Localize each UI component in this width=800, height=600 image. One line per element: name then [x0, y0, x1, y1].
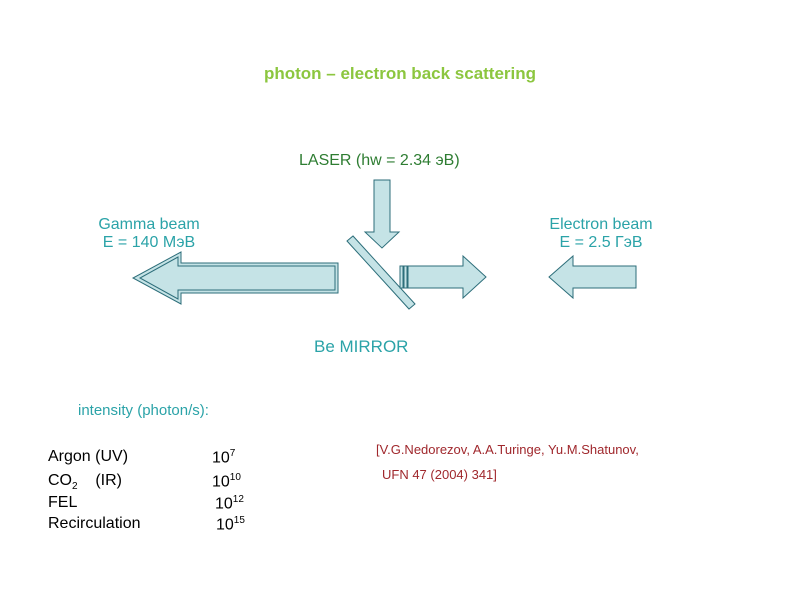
electron-beam-label: Electron beam E = 2.5 ГэВ [535, 216, 667, 252]
source-name-fel: FEL [48, 494, 78, 511]
reference-journal: UFN 47 (2004) 341] [382, 467, 497, 482]
electron-beam-name: Electron beam [549, 216, 653, 233]
gamma-beam-arrow-outer [131, 251, 339, 305]
electron-beam-energy: E = 2.5 ГэВ [559, 234, 643, 251]
mirror-label: Be MIRROR [314, 337, 409, 356]
scattered-arrow [407, 254, 487, 300]
source-value-co2: 1010 [212, 472, 241, 491]
source-value-argon: 107 [212, 448, 236, 467]
gamma-beam-energy: E = 140 МэВ [102, 234, 196, 251]
gamma-beam-arrow-inner [138, 256, 336, 300]
laser-label: LASER (hw = 2.34 эВ) [299, 152, 460, 169]
page-title: photon – electron back scattering [263, 64, 537, 83]
be-mirror [346, 235, 416, 310]
electron-beam-arrow [548, 254, 637, 300]
beam-stripe [403, 265, 408, 289]
reference-authors: [V.G.Nedorezov, A.A.Turinge, Yu.M.Shatun… [376, 442, 639, 457]
intensity-header: intensity (photon/s): [78, 402, 209, 419]
beam-stripe [399, 265, 404, 289]
source-name-co2: CO2 (IR) [48, 472, 122, 493]
source-value-recirculation: 1015 [216, 515, 245, 534]
source-name-argon: Argon (UV) [48, 448, 129, 465]
gamma-beam-name: Gamma beam [98, 216, 200, 233]
laser-arrow [363, 179, 401, 249]
source-value-fel: 1012 [215, 494, 244, 513]
source-name-recirculation: Recirculation [48, 515, 141, 532]
gamma-beam-label: Gamma beam E = 140 МэВ [84, 216, 214, 252]
